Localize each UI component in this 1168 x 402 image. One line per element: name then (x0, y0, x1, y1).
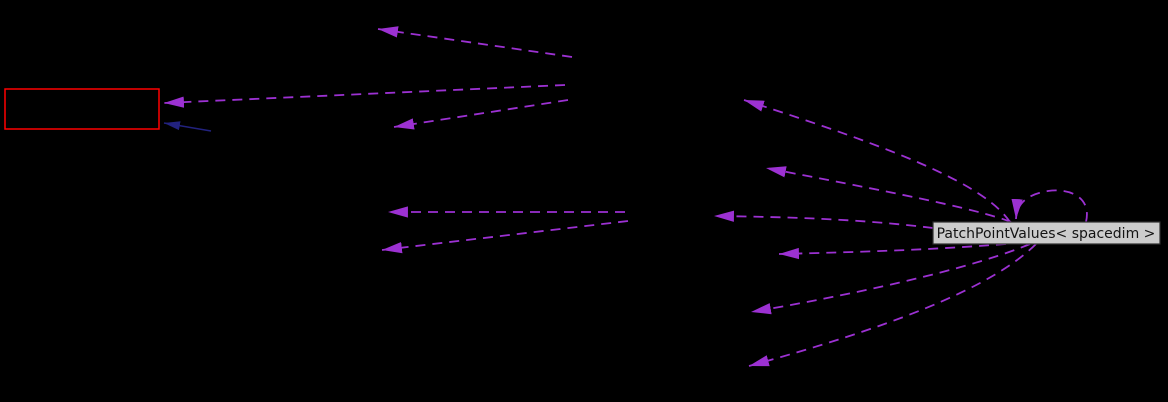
highlighted-node-box[interactable] (4, 88, 160, 130)
usage-edge-11 (748, 243, 1037, 367)
usage-edge-10 (750, 243, 1031, 315)
main-node[interactable]: PatchPointValues< spacedim > (932, 221, 1161, 245)
main-node-box[interactable] (932, 221, 1161, 245)
main-node-label: PatchPointValues< spacedim > (937, 226, 1156, 242)
usage-edge-1 (377, 26, 573, 58)
usage-edge-6 (743, 99, 1011, 223)
self-usage-edge (1011, 189, 1088, 223)
usage-edge-2-to-highlighted-node (163, 84, 566, 108)
usage-edge-3 (393, 99, 569, 130)
usage-edge-5 (381, 220, 629, 254)
inheritance-edge (163, 121, 212, 132)
usage-edge-7 (765, 166, 1012, 223)
usage-edge-8 (713, 210, 934, 229)
usage-edge-9 (778, 243, 1007, 260)
